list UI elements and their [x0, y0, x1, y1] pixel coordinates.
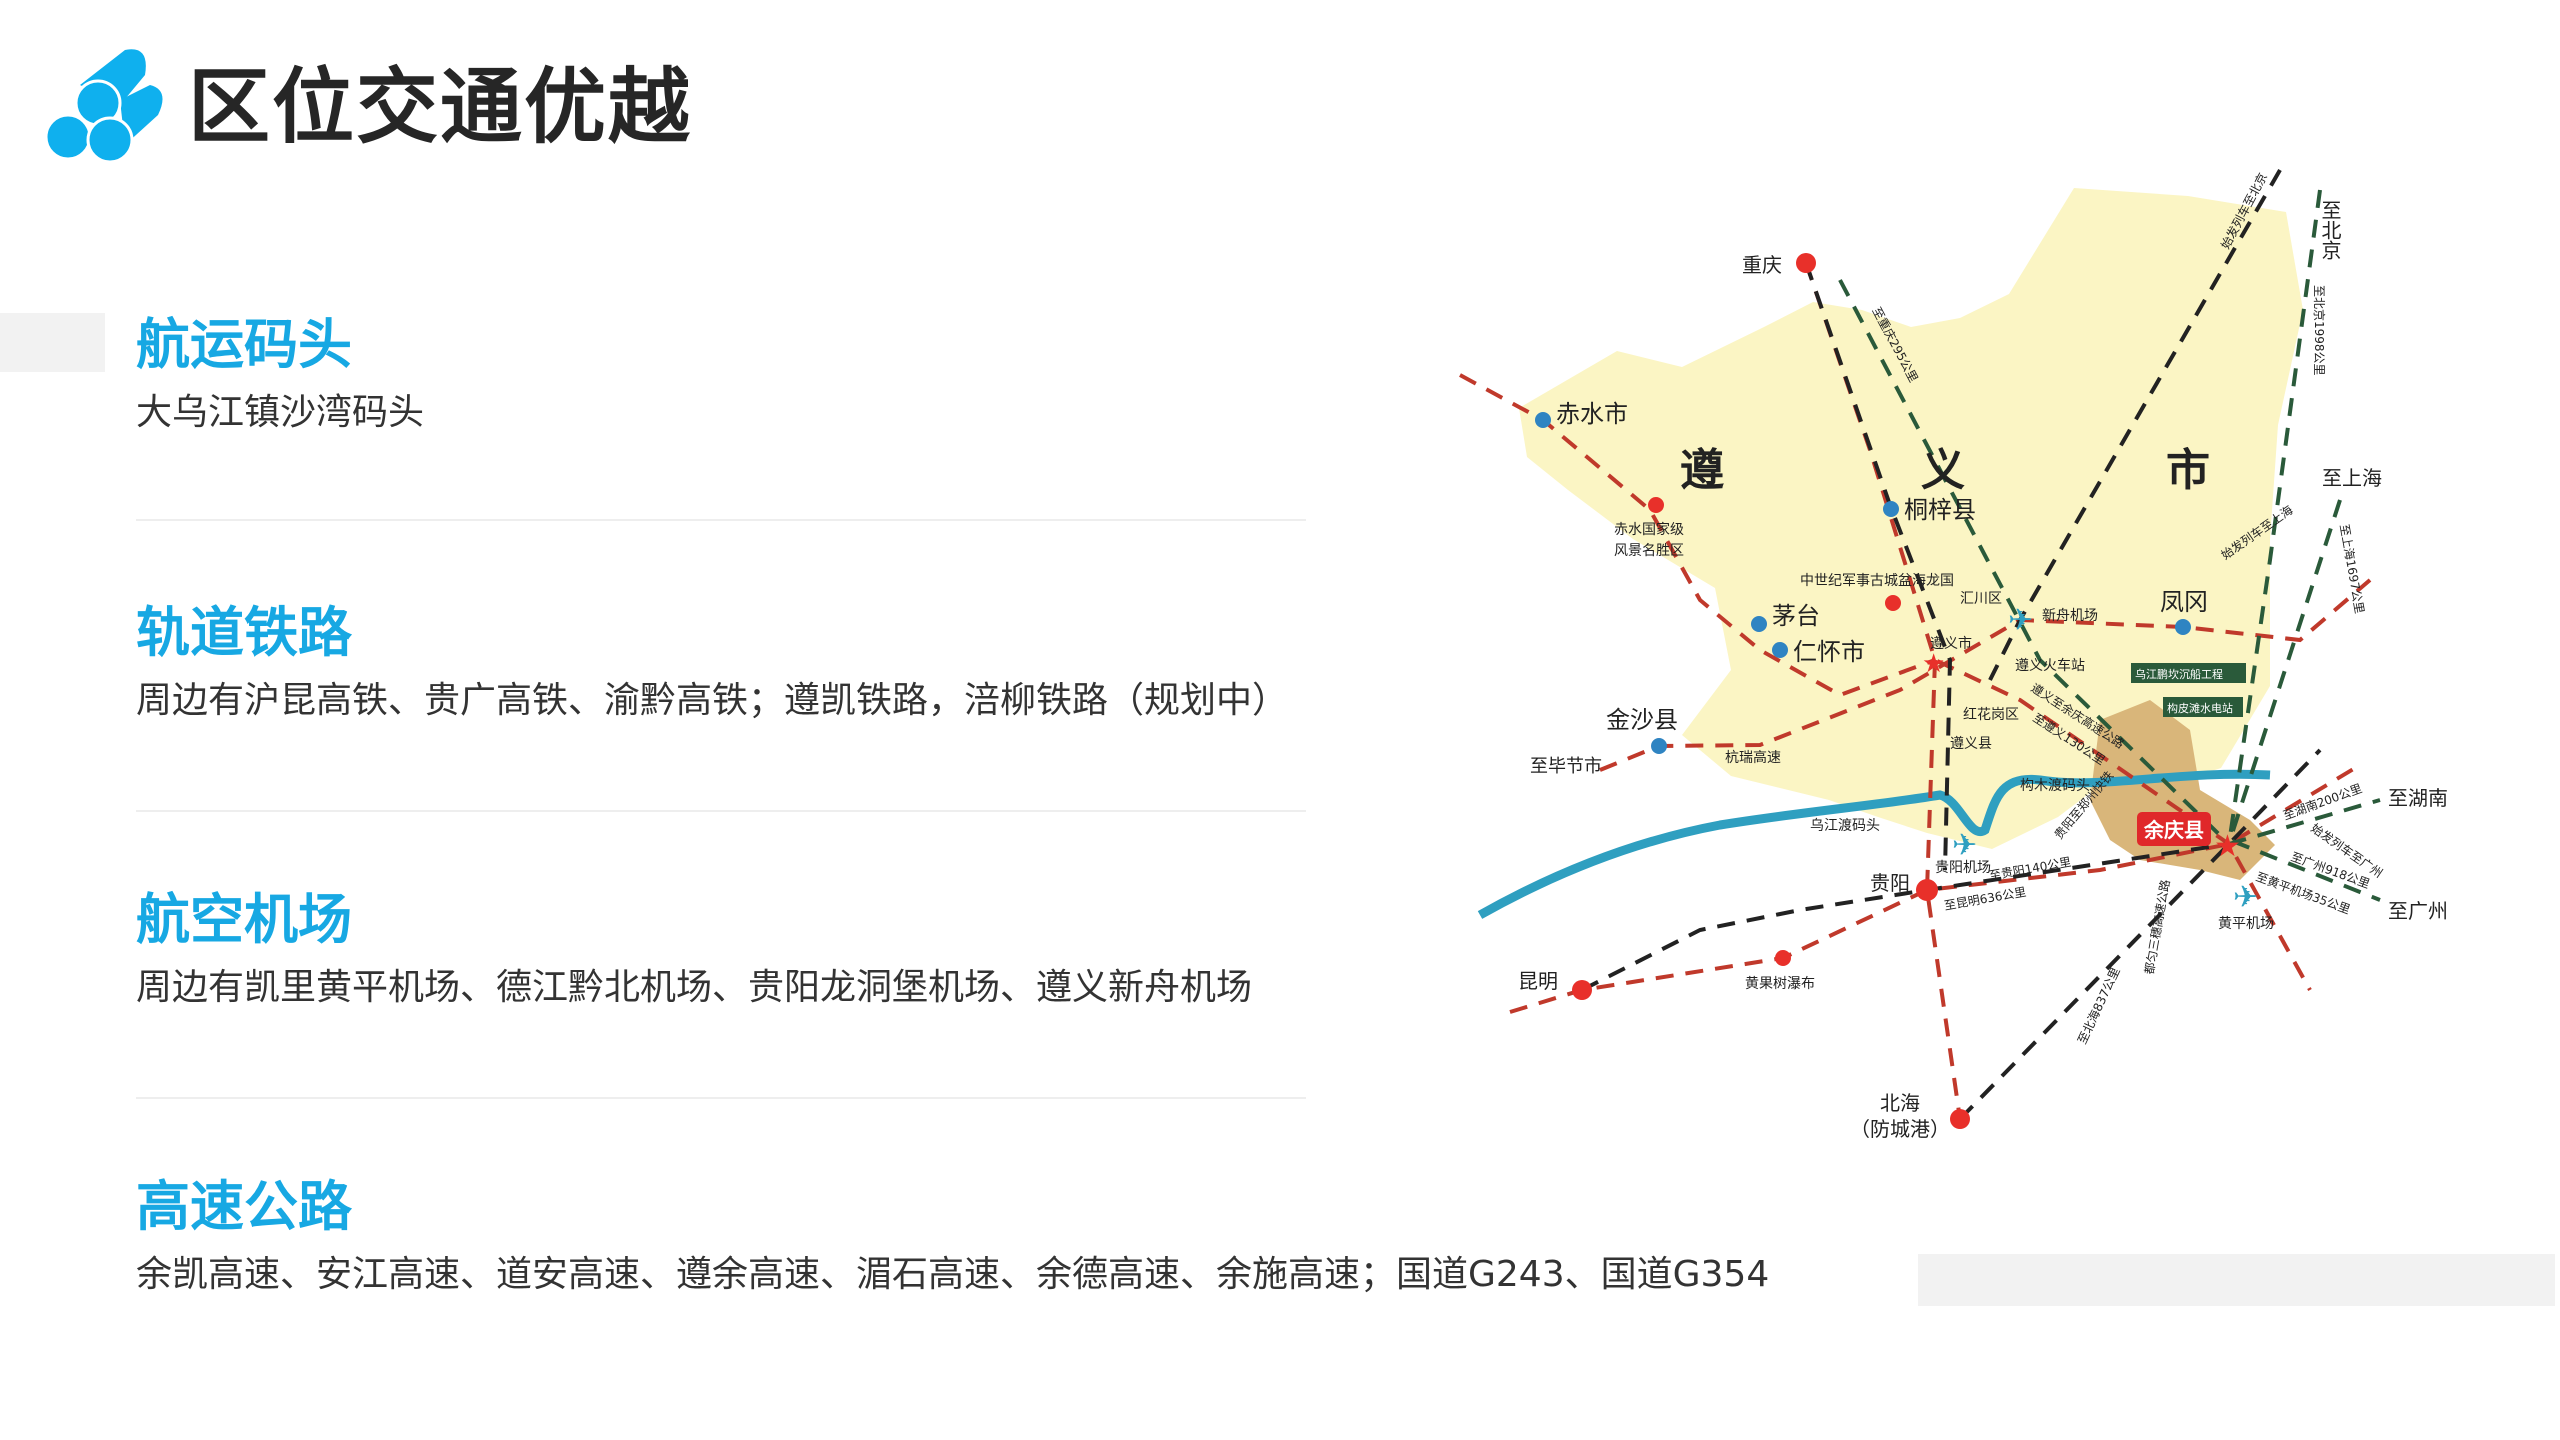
city-label: 赤水市 — [1556, 400, 1628, 428]
city-label: （防城港） — [1850, 1117, 1950, 1141]
direction-label: 至上海 — [2322, 466, 2382, 490]
city-dot — [1950, 1109, 1970, 1129]
place-label: 构木渡码头 — [2020, 778, 2090, 794]
place-label: 黄果树瀑布 — [1745, 975, 1815, 992]
route-label: 至北海837公里 — [2074, 965, 2123, 1046]
city-dot — [1772, 642, 1788, 658]
city-dot — [1572, 980, 1592, 1000]
region-label: 市 — [2166, 445, 2210, 496]
place-label: 黄平机场 — [2218, 915, 2274, 932]
airport-icon: ✈ — [2233, 880, 2258, 915]
decorative-block — [0, 313, 105, 372]
city-dot — [1916, 879, 1938, 901]
city-label: 昆明 — [1518, 969, 1558, 993]
city-dot — [1751, 616, 1767, 632]
city-dot — [1535, 412, 1551, 428]
section-airport: 航空机场 周边有凯里黄平机场、德江黔北机场、贵阳龙洞堡机场、遵义新舟机场 — [136, 885, 1252, 1013]
page-title: 区位交通优越 — [188, 60, 693, 155]
divider — [136, 519, 1306, 521]
place-label: 新舟机场 — [2042, 608, 2098, 624]
highway-line — [1958, 748, 2322, 1121]
star-icon: ★ — [1922, 649, 1945, 679]
place-label: 红花岗区 — [1963, 707, 2019, 723]
project-label-box — [2163, 697, 2243, 717]
airport-icon: ✈ — [2008, 603, 2033, 638]
place-label: 乌江鹏坎沉船工程 — [2135, 667, 2223, 681]
region-label: 义 — [1921, 445, 1965, 496]
place-label: 杭瑞高速 — [1725, 749, 1781, 766]
zunyi-region — [1519, 188, 2303, 849]
section-heading: 航空机场 — [136, 888, 352, 951]
place-label: 乌江渡码头 — [1810, 818, 1880, 834]
section-port: 航运码头 大乌江镇沙湾码头 — [136, 310, 424, 438]
divider — [136, 1097, 1306, 1099]
city-label: 贵阳 — [1870, 871, 1910, 895]
scenic-dot — [1885, 595, 1901, 611]
section-body: 大乌江镇沙湾码头 — [136, 392, 425, 433]
rail-line — [1924, 659, 1962, 1120]
section-heading: 航运码头 — [136, 313, 352, 376]
city-label: 重庆 — [1742, 253, 1782, 277]
highway-line — [2227, 499, 2381, 902]
divider — [136, 810, 1306, 812]
section-heading: 高速公路 — [136, 1175, 352, 1238]
city-label: 凤冈 — [2160, 588, 2208, 616]
scenic-dot — [1648, 497, 1664, 513]
route-label: 至北京1998公里 — [2312, 285, 2326, 376]
place-label: 遵义市 — [1930, 635, 1972, 652]
city-dot — [1796, 253, 1816, 273]
city-label: 桐梓县 — [1904, 496, 1976, 524]
direction-label: 至毕节市 — [1530, 756, 1602, 777]
highway-line — [1838, 279, 2231, 846]
city-dot — [1651, 738, 1667, 754]
pipes-logo-icon — [44, 49, 163, 164]
city-label: 金沙县 — [1606, 706, 1678, 734]
route-label: 至上海1697公里 — [2337, 523, 2367, 615]
direction-label: 至北京 — [2318, 200, 2342, 260]
section-body: 周边有凯里黄平机场、德江黔北机场、贵阳龙洞堡机场、遵义新舟机场 — [136, 967, 1253, 1008]
section-body: 周边有沪昆高铁、贵广高铁、渝黔高铁；遵凯铁路，涪柳铁路（规划中） — [136, 680, 1289, 721]
region-label: 遵 — [1680, 445, 1724, 496]
direction-label: 至湖南 — [2388, 786, 2448, 810]
city-label: 余庆县 — [2143, 818, 2204, 842]
section-heading: 轨道铁路 — [136, 601, 352, 664]
place-label: 遵义县 — [1950, 735, 1992, 752]
yuqing-label-box — [2137, 812, 2211, 846]
section-highway: 高速公路 余凯高速、安江高速、道安高速、遵余高速、湄石高速、余德高速、余施高速；… — [136, 1172, 1769, 1300]
city-label: 北海 — [1880, 1091, 1920, 1115]
wujiang-river — [1477, 769, 2271, 919]
city-label: 仁怀市 — [1793, 638, 1865, 666]
section-body: 余凯高速、安江高速、道安高速、遵余高速、湄石高速、余德高速、余施高速；国道G24… — [136, 1254, 1770, 1295]
city-dots — [1535, 253, 2191, 1129]
decorative-block — [1918, 1254, 2555, 1306]
route-label: 都匀三穗高速公路 — [2141, 878, 2172, 975]
project-label-box — [2131, 663, 2246, 683]
airport-icon: ✈ — [1952, 828, 1977, 863]
airport-icons: ✈ ✈ ✈ — [1952, 603, 2258, 915]
scenic-dot — [1775, 950, 1791, 966]
place-label: 构皮滩水电站 — [2167, 701, 2233, 715]
place-label: 遵义火车站 — [2015, 657, 2085, 674]
city-dot — [2175, 619, 2191, 635]
place-label: 赤水国家级 — [1614, 521, 1684, 538]
place-label: 汇川区 — [1960, 591, 2002, 607]
yuqing-county — [2090, 700, 2275, 880]
route-label: 至昆明636公里 — [1943, 885, 2027, 913]
highway-line — [1581, 842, 2230, 992]
star-icon: ★ — [2214, 829, 2241, 864]
city-label: 茅台 — [1772, 602, 1820, 630]
direction-label: 至广州 — [2388, 899, 2448, 923]
place-label: 中世纪军事古城盆海龙国 — [1800, 573, 1954, 589]
section-rail: 轨道铁路 周边有沪昆高铁、贵广高铁、渝黔高铁；遵凯铁路，涪柳铁路（规划中） — [136, 598, 1288, 726]
highway-line — [1804, 262, 1953, 871]
place-label: 贵阳机场 — [1935, 860, 1991, 876]
highway-line — [2226, 189, 2381, 847]
place-label: 风景名胜区 — [1614, 543, 1684, 559]
highway-line — [1988, 168, 2282, 681]
city-dot — [1883, 501, 1899, 517]
